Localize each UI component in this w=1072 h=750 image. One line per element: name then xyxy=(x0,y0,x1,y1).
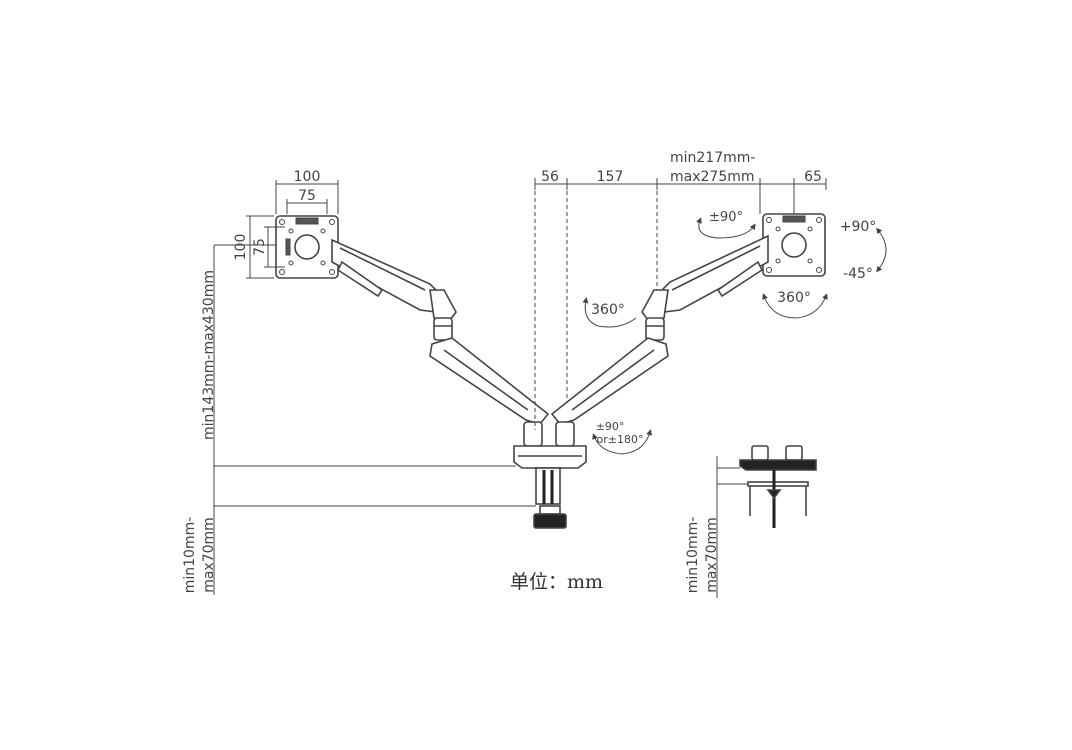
right-elbow-joint xyxy=(645,317,665,341)
offset-65-label: 65 xyxy=(804,169,822,185)
reach-label-line1: min217mm- xyxy=(670,150,755,166)
right-clamp-label-line1: min10mm- xyxy=(685,517,701,594)
right-upper-arm xyxy=(641,234,769,321)
base-rotation-line1: ±90° xyxy=(596,420,625,433)
left-vesa-plate xyxy=(275,215,339,279)
tilt-up-label: +90° xyxy=(840,219,877,235)
rotation-arrows xyxy=(582,217,887,455)
right-clamp-label-line2: max70mm xyxy=(704,517,720,593)
base-rotation-line2: or±180° xyxy=(597,433,644,446)
side-clamp-view xyxy=(739,445,817,528)
vesa-height-inner-label: 75 xyxy=(252,238,268,256)
unit-label: 单位：mm xyxy=(510,571,603,593)
labels: 100 75 100 75 56 157 min217mm- max275mm … xyxy=(182,150,876,593)
swivel-left-label: 360° xyxy=(591,302,625,318)
left-upper-arm xyxy=(331,238,457,321)
vesa-height-outer-label: 100 xyxy=(233,234,249,261)
left-height-dimensions xyxy=(213,244,536,595)
right-vesa-plate xyxy=(762,213,826,277)
rotate-head-label: ±90° xyxy=(709,210,743,225)
center-base xyxy=(513,421,587,469)
offset-56-label: 56 xyxy=(541,169,559,185)
vesa-width-outer-label: 100 xyxy=(294,169,321,185)
right-lower-arm xyxy=(550,337,669,425)
left-elbow-joint xyxy=(433,317,453,341)
tilt-down-label: -45° xyxy=(843,266,873,282)
vesa-width-inner-label: 75 xyxy=(298,188,316,204)
right-clamp-dimensions xyxy=(716,456,748,598)
desk-clamp xyxy=(533,467,567,529)
left-lower-arm xyxy=(429,337,550,425)
offset-157-label: 157 xyxy=(597,169,624,185)
pole-height-label: min143mm-max430mm xyxy=(201,270,217,440)
swivel-right-label: 360° xyxy=(777,290,811,306)
left-clamp-label-line2: max70mm xyxy=(201,517,217,593)
left-vesa-dimensions xyxy=(246,180,339,279)
top-dimension-line xyxy=(534,178,827,214)
center-dimensions xyxy=(534,184,658,430)
left-clamp-label-line1: min10mm- xyxy=(182,517,198,594)
reach-label-line2: max275mm xyxy=(670,169,755,185)
